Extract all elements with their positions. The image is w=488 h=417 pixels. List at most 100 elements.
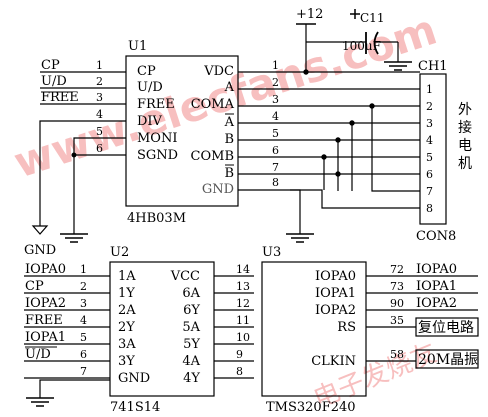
u3-pin-name: RS	[337, 320, 356, 335]
pin-number: 5	[80, 331, 87, 344]
c11-label: C11	[360, 11, 384, 25]
ch1-ref: CH1	[418, 59, 448, 74]
pin-number: 8	[426, 202, 433, 215]
u2-pin-name: 4Y	[183, 371, 200, 386]
u1-pin-name: B	[224, 166, 234, 181]
pin-number: 3	[80, 297, 87, 310]
signal-label: IOPA2	[25, 296, 66, 311]
ch1-part: CON8	[416, 229, 456, 244]
u2-pin-name: GND	[118, 371, 150, 386]
u1-pin-name: A	[224, 80, 235, 95]
pin-number: 73	[390, 280, 404, 293]
pin-number: 3	[426, 117, 433, 130]
u1-body	[125, 55, 239, 207]
chip-u3: U3 TMS320F240	[261, 245, 367, 415]
u3-part: TMS320F240	[266, 400, 356, 415]
u1-pin-name: FREE	[137, 97, 175, 112]
signal-label: IOPA0	[416, 262, 457, 277]
pin-number: 2	[80, 280, 87, 293]
pin-number: 1	[272, 59, 279, 72]
signal-label: U/D	[25, 347, 51, 362]
pin-number: 6	[272, 144, 279, 157]
pin-number: 2	[96, 75, 103, 88]
u3-pin-name: CLKIN	[311, 354, 356, 369]
pin-number: 11	[236, 314, 250, 327]
pin-number: 12	[236, 297, 250, 310]
pin-number: 35	[390, 314, 404, 327]
pin-number: 6	[96, 142, 103, 155]
pin-number: 4	[80, 314, 87, 327]
u1-right-wiring: 1 2 3 4 5 6 7 8	[238, 59, 420, 243]
u1-pin-name: SGND	[137, 148, 178, 163]
connector-ch1: CH1 1 2 3 4 5 6 7 8 CON8 外 接 电 机	[416, 59, 472, 244]
u1-pin-name: DIV	[137, 114, 163, 129]
crystal-label: 20M晶振	[418, 352, 478, 368]
u1-pin-name: MONI	[137, 131, 177, 146]
signal-label: IOPA2	[416, 296, 457, 311]
pin-number: 5	[272, 127, 279, 140]
signal-label: FREE	[25, 313, 63, 328]
u2-pin-name: 2Y	[118, 320, 135, 335]
ch1-side-label: 机	[458, 156, 472, 172]
signal-label: IOPA1	[416, 279, 457, 294]
u1-left-wiring: CP U/D FREE 1 2 3 4 GND 5 6	[24, 58, 126, 258]
pin-number: 2	[426, 100, 433, 113]
capacitor-plate-negative	[373, 31, 379, 55]
pin-number: 4	[426, 134, 433, 147]
u2-gnd-wiring	[26, 379, 110, 407]
chip-u2: U2 741S14	[109, 245, 215, 415]
u2-pin-name: 5Y	[183, 337, 200, 352]
external-blocks: 复位电路 20M晶振	[415, 317, 479, 369]
u2-ref: U2	[110, 245, 129, 260]
u1-pin-name: VDC	[203, 64, 234, 79]
pin-number: 90	[390, 297, 404, 310]
gnd-label: GND	[24, 243, 56, 258]
gnd-arrow-symbol	[31, 225, 49, 235]
u2-pin-name: 1Y	[118, 286, 135, 301]
u1-part: 4HB03M	[127, 211, 186, 226]
power-section: +12 C11 100uF	[296, 7, 412, 75]
vcc-label: +12	[296, 7, 323, 22]
signal-label: IOPA0	[25, 262, 66, 277]
pin-number: 13	[236, 280, 250, 293]
pin-number: 7	[272, 161, 279, 174]
ch1-side-label: 电	[458, 138, 472, 154]
u1-pin-name: COMB	[191, 149, 234, 164]
c11-value: 100uF	[342, 39, 381, 53]
pin-number: 4	[96, 108, 103, 121]
pin-number: 6	[426, 168, 433, 181]
u1-pin-name: COMA	[191, 97, 235, 112]
signal-label: FREE	[41, 90, 79, 105]
pin-number: 1	[80, 263, 87, 276]
signal-label: CP	[25, 279, 44, 294]
u2-pin-name: 6A	[182, 286, 200, 301]
pin-number: 7	[426, 185, 433, 198]
u2-pin-name: 4A	[182, 354, 200, 369]
pin-number: 72	[390, 263, 404, 276]
u2-pin-name: 5A	[182, 320, 200, 335]
u3-pin-name: IOPA0	[315, 269, 356, 284]
crystal-box	[415, 349, 479, 369]
u2-part: 741S14	[110, 400, 160, 415]
u3-ref: U3	[262, 245, 281, 260]
u2-pin-name: 2A	[118, 303, 136, 318]
u1-pin-name: B	[224, 132, 234, 147]
signal-label: IOPA1	[25, 330, 66, 345]
pin-number: 3	[272, 93, 279, 106]
u2-body	[109, 261, 215, 397]
u3-body	[261, 261, 367, 397]
u3-pin-name: IOPA1	[315, 286, 356, 301]
ch1-side-label: 外	[458, 102, 472, 118]
u2-pin-name: 1A	[118, 269, 136, 284]
pin-number: 6	[80, 348, 87, 361]
chip-u1: U1 4HB03M CP U/D FREE DIV MONI SGND VDC …	[125, 39, 239, 226]
pin-number: 5	[96, 125, 103, 138]
pin-number: 3	[96, 91, 103, 104]
u3-pin-name: IOPA2	[315, 303, 356, 318]
reset-circuit-box	[415, 317, 479, 337]
signal-label: CP	[41, 58, 60, 73]
